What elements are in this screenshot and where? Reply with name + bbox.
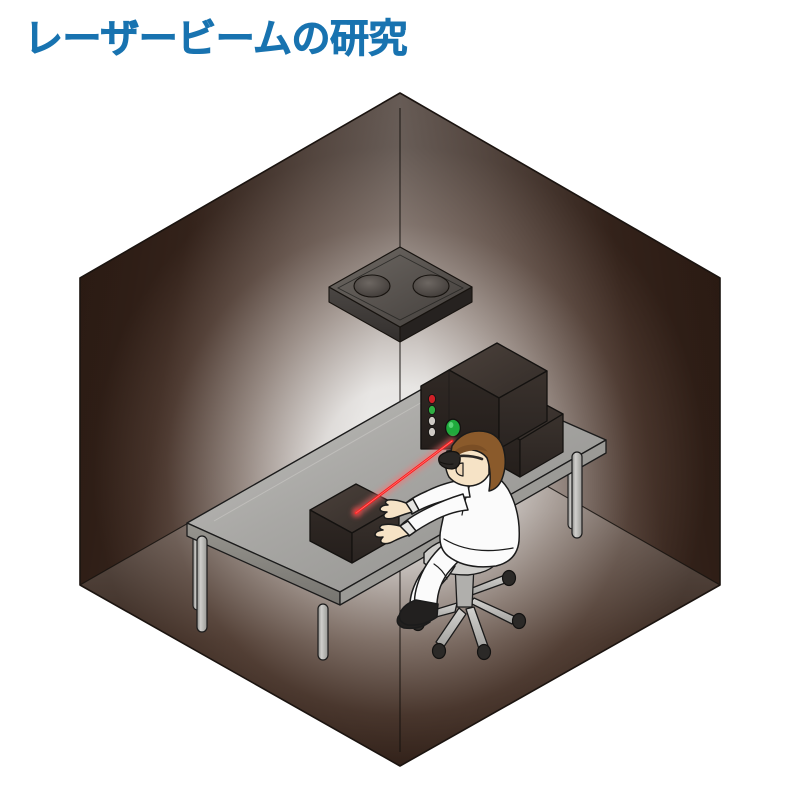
chair-caster-5 (501, 569, 517, 587)
laser-generator-unit (420, 342, 548, 450)
chair-caster-3 (476, 643, 492, 661)
table-leg-near-left (196, 535, 208, 633)
laser-aperture (444, 418, 462, 438)
laser-beam (352, 437, 456, 517)
laser-impact-spot (353, 508, 361, 516)
researcher-coat-hem (443, 538, 514, 552)
ceiling-light-panel (328, 246, 473, 343)
goggles-strap (457, 454, 484, 461)
researcher-knee-crease (433, 563, 448, 580)
goggles-bridge (439, 461, 454, 465)
goggles-lens (438, 450, 461, 470)
laser-unit-front-right (498, 370, 548, 450)
room-outline (79, 92, 721, 767)
ceiling-panel-face (328, 246, 473, 328)
power-unit-front-right (519, 413, 564, 478)
table-leg-near-right (317, 603, 329, 661)
indicator-power-led (427, 393, 437, 405)
indicator-interlock-led (427, 426, 437, 438)
laser-beam-hot-core (355, 440, 453, 514)
researcher-hair-fringe (450, 444, 488, 461)
laser-indicator-stack (427, 393, 437, 438)
table-leg-back-right (571, 451, 583, 539)
researcher-hand-far (379, 499, 413, 520)
laser-safety-goggles (438, 450, 484, 470)
researcher-figure (374, 430, 521, 630)
laser-aperture-glint (448, 422, 454, 428)
chair-caster-4 (511, 612, 527, 630)
table-surface-highlight (213, 384, 453, 522)
page-title: レーザービームの研究 (24, 17, 408, 62)
chair-caster-2 (431, 642, 447, 660)
indicator-standby-led (427, 415, 437, 427)
researcher-hand-near (374, 523, 410, 545)
ceiling-lamp-left (353, 274, 391, 298)
researcher-shoe-near (398, 599, 439, 626)
ceiling-lamp-right (412, 274, 450, 298)
indicator-ready-led (427, 404, 437, 416)
